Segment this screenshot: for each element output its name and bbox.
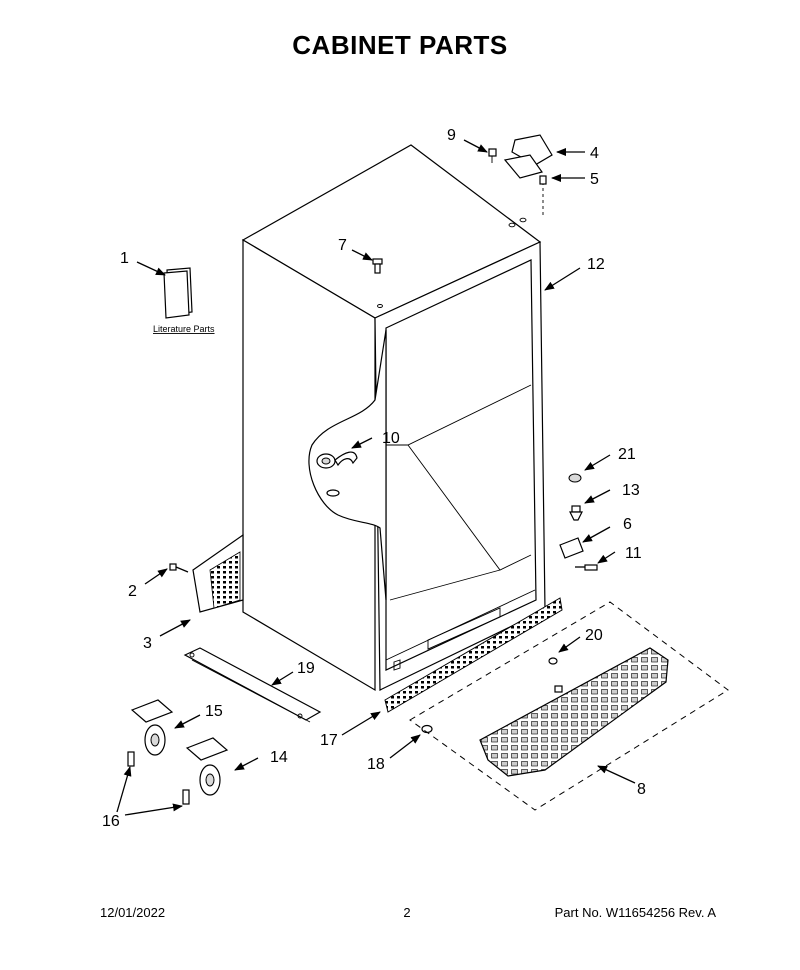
top-hinge	[488, 134, 553, 215]
drain-fitting	[316, 451, 358, 497]
callout-13: 13	[622, 482, 640, 499]
callout-9: 9	[447, 127, 456, 144]
callout-2: 2	[128, 583, 137, 600]
callout-5: 5	[590, 171, 599, 188]
callout-11: 11	[625, 545, 642, 562]
callout-19: 19	[297, 660, 315, 677]
callout-7: 7	[338, 237, 347, 254]
callout-6: 6	[623, 516, 632, 533]
leader-arrows	[116, 139, 636, 816]
callout-12: 12	[587, 256, 605, 273]
callout-10: 10	[382, 430, 400, 447]
caster-rail	[183, 647, 322, 723]
page-title: CABINET PARTS	[292, 30, 508, 60]
caster-screws	[127, 751, 190, 805]
cabinet-body	[241, 144, 546, 692]
rear-access-panel	[169, 533, 244, 613]
front-grille	[384, 597, 563, 734]
callout-8: 8	[637, 781, 646, 798]
base-grille	[409, 601, 729, 811]
literature-parts-booklet: Literature Parts	[153, 267, 215, 334]
leveling-hardware	[559, 473, 598, 571]
callout-15: 15	[205, 703, 223, 720]
caster-front	[130, 699, 174, 756]
callout-4: 4	[590, 145, 599, 162]
callout-14: 14	[270, 749, 288, 766]
footer-date: 12/01/2022	[100, 905, 166, 920]
callout-3: 3	[143, 635, 152, 652]
callout-18: 18	[367, 756, 385, 773]
callout-21: 21	[618, 446, 636, 463]
callout-20: 20	[585, 627, 603, 644]
screw-7	[372, 258, 383, 274]
callout-16: 16	[102, 813, 120, 830]
callout-labels: 1 2 3 4 5 6 7 8 9 10 11 12 13 14 15 16 1…	[102, 127, 646, 830]
literature-parts-label: Literature Parts	[153, 324, 215, 334]
callout-17: 17	[320, 732, 338, 749]
callout-1: 1	[120, 250, 129, 267]
caster-rear	[185, 737, 229, 796]
footer-part-number: Part No. W11654256 Rev. A	[554, 905, 716, 920]
footer-page-number: 2	[403, 905, 411, 920]
